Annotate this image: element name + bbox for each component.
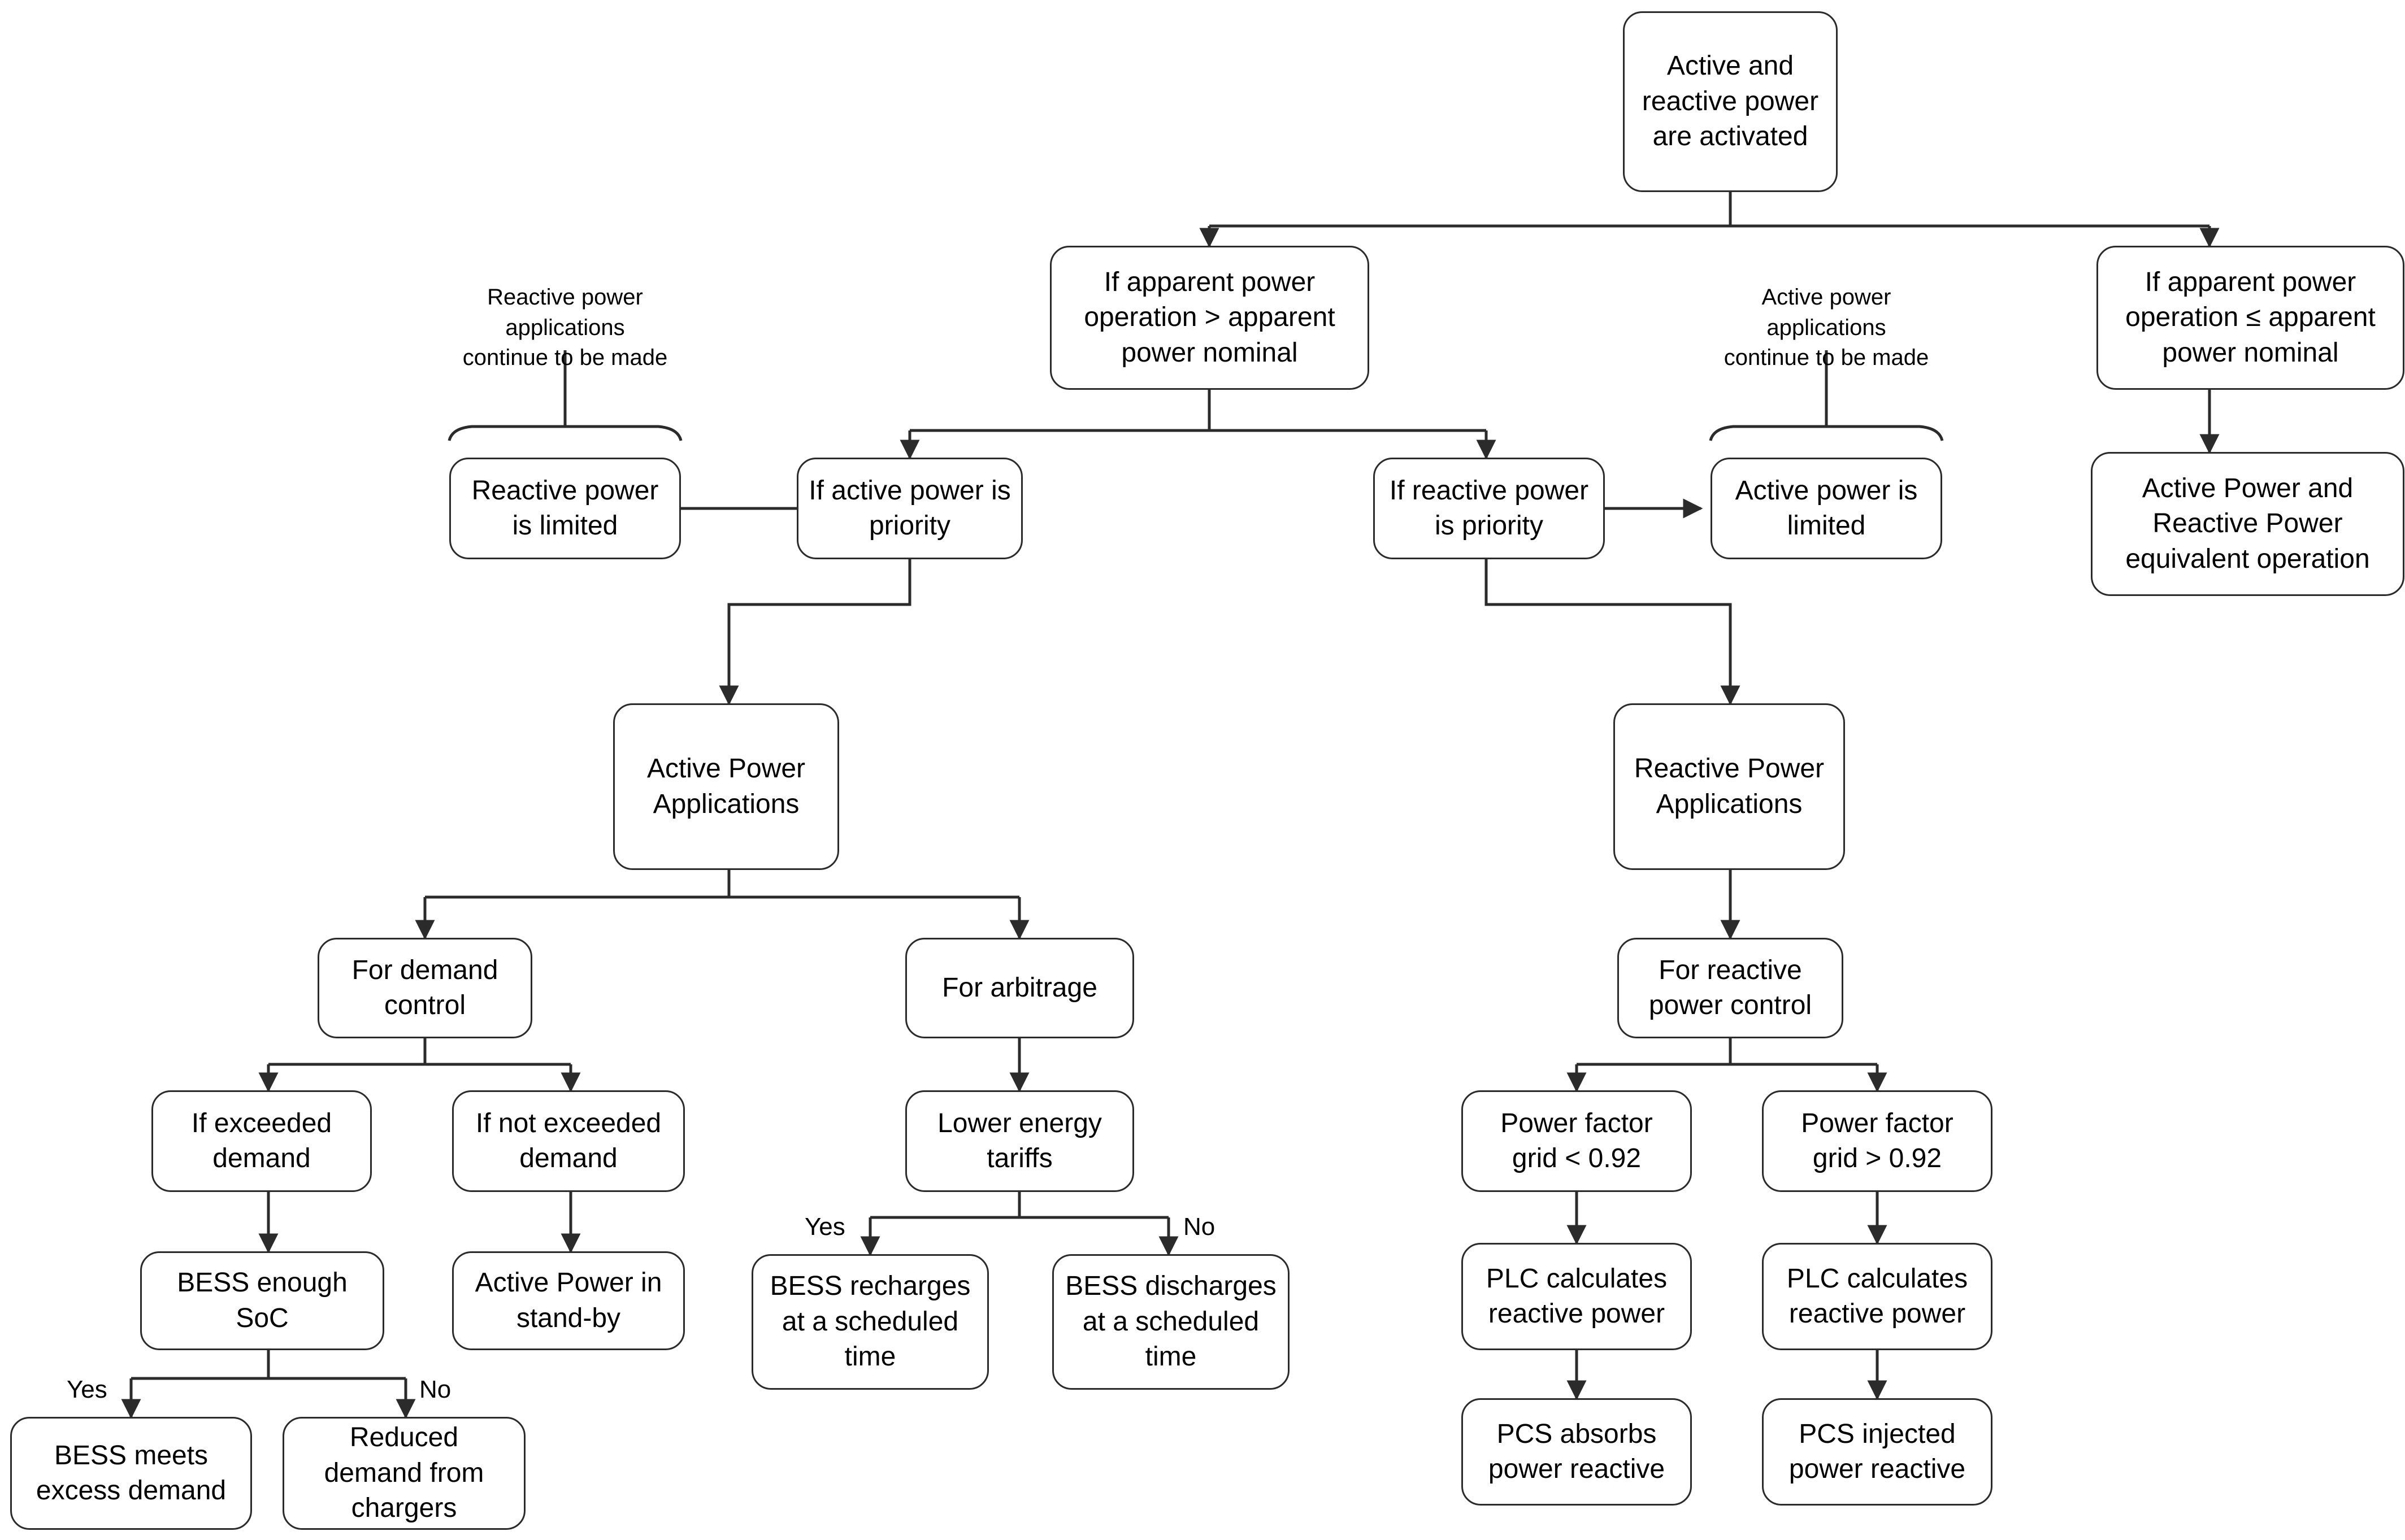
- node-reactive-power-applications[interactable]: Reactive Power Applications: [1613, 703, 1845, 870]
- edge-label-tariff-yes: Yes: [805, 1213, 845, 1241]
- node-lower-energy-tariffs[interactable]: Lower energy tariffs: [905, 1090, 1134, 1192]
- node-equivalent-operation[interactable]: Active Power and Reactive Power equivale…: [2091, 452, 2404, 596]
- node-pcs-injected[interactable]: PCS injected power reactive: [1762, 1398, 1992, 1506]
- node-bess-discharges[interactable]: BESS discharges at a scheduled time: [1052, 1254, 1290, 1390]
- node-plc-calculates-right[interactable]: PLC calculates reactive power: [1762, 1243, 1992, 1350]
- node-bess-enough-soc[interactable]: BESS enough SoC: [140, 1251, 384, 1350]
- node-root[interactable]: Active and reactive power are activated: [1623, 11, 1838, 192]
- node-apparent-power-greater[interactable]: If apparent power operation > apparent p…: [1050, 246, 1369, 390]
- node-if-not-exceeded-demand[interactable]: If not exceeded demand: [452, 1090, 685, 1192]
- edge-label-soc-no: No: [419, 1376, 452, 1403]
- node-if-exceeded-demand[interactable]: If exceeded demand: [151, 1090, 372, 1192]
- annotation-active-power-applications: Active power applications continue to be…: [1724, 285, 1929, 371]
- node-power-factor-less[interactable]: Power factor grid < 0.92: [1461, 1090, 1692, 1192]
- node-bess-meets-excess-demand[interactable]: BESS meets excess demand: [10, 1417, 252, 1530]
- node-active-power-standby[interactable]: Active Power in stand-by: [452, 1251, 685, 1350]
- node-reduced-demand-chargers[interactable]: Reduced demand from chargers: [283, 1417, 526, 1530]
- node-for-demand-control[interactable]: For demand control: [318, 938, 532, 1038]
- node-active-power-applications[interactable]: Active Power Applications: [613, 703, 839, 870]
- node-power-factor-greater[interactable]: Power factor grid > 0.92: [1762, 1090, 1992, 1192]
- node-active-power-limited[interactable]: Active power is limited: [1711, 458, 1942, 559]
- node-active-power-priority[interactable]: If active power is priority: [797, 458, 1023, 559]
- node-plc-calculates-left[interactable]: PLC calculates reactive power: [1461, 1243, 1692, 1350]
- node-reactive-power-limited[interactable]: Reactive power is limited: [449, 458, 681, 559]
- node-pcs-absorbs[interactable]: PCS absorbs power reactive: [1461, 1398, 1692, 1506]
- node-apparent-power-less-equal[interactable]: If apparent power operation ≤ apparent p…: [2096, 246, 2404, 390]
- node-for-reactive-power-control[interactable]: For reactive power control: [1617, 938, 1843, 1038]
- node-reactive-power-priority[interactable]: If reactive power is priority: [1373, 458, 1605, 559]
- annotation-reactive-power-applications: Reactive power applications continue to …: [462, 285, 668, 371]
- node-bess-recharges[interactable]: BESS recharges at a scheduled time: [752, 1254, 989, 1390]
- edge-label-soc-yes: Yes: [67, 1376, 107, 1403]
- node-for-arbitrage[interactable]: For arbitrage: [905, 938, 1134, 1038]
- edge-label-tariff-no: No: [1183, 1213, 1215, 1241]
